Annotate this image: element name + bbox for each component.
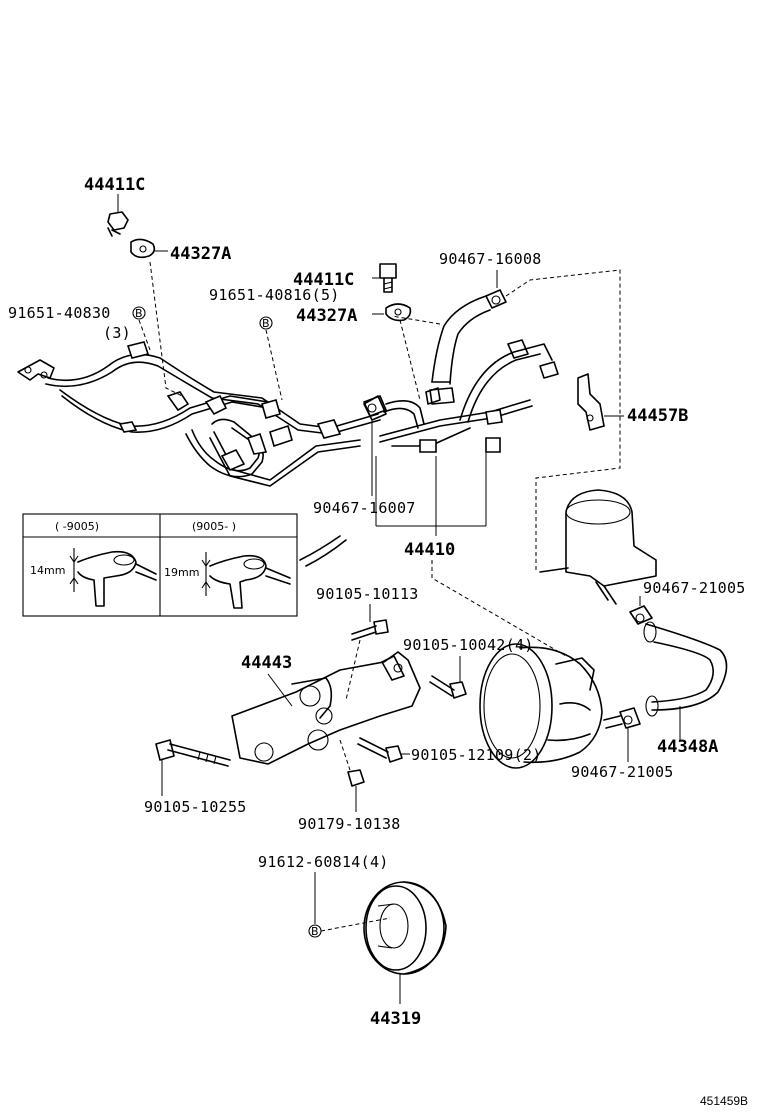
dash-leader-b2 bbox=[265, 329, 283, 401]
inset-right-header: (9005- ) bbox=[192, 520, 236, 533]
union-bolt-44411c-top bbox=[107, 194, 129, 237]
nut-90179-10138 bbox=[339, 739, 365, 812]
label-90105-12109: 90105-12109(2) bbox=[411, 746, 542, 764]
label-91651-40830: 91651-40830 bbox=[8, 304, 111, 322]
label-44348a: 44348A bbox=[657, 737, 718, 757]
marker-b-2: B bbox=[259, 316, 273, 330]
svg-text:B: B bbox=[135, 307, 143, 320]
marker-b-1: B bbox=[132, 306, 146, 320]
marker-b-3: B bbox=[308, 924, 322, 938]
inset-box: ( -9005) (9005- ) 14mm 19mm bbox=[22, 513, 347, 617]
label-90467-16008: 90467-16008 bbox=[439, 250, 542, 268]
clamp-90467-21005-top bbox=[629, 596, 653, 625]
label-44319: 44319 bbox=[370, 1009, 421, 1029]
label-44443: 44443 bbox=[241, 653, 292, 673]
label-44411c-mid: 44411C bbox=[293, 270, 354, 290]
label-90467-21005-bot: 90467-21005 bbox=[571, 763, 674, 781]
bolt-90105-12109 bbox=[357, 737, 410, 763]
label-44327a-mid: 44327A bbox=[296, 306, 357, 326]
svg-text:B: B bbox=[262, 317, 270, 330]
label-91651-40830-qty: (3) bbox=[103, 324, 131, 342]
label-90467-21005-top: 90467-21005 bbox=[643, 579, 746, 597]
label-90105-10042: 90105-10042(4) bbox=[403, 636, 534, 654]
label-90467-16007: 90467-16007 bbox=[313, 499, 416, 517]
inset-left-header: ( -9005) bbox=[55, 520, 99, 533]
dash-leader-b1 bbox=[138, 319, 151, 351]
washer-44327a-mid bbox=[372, 303, 412, 322]
inset-right-dim: 19mm bbox=[164, 566, 199, 579]
washer-44327a-top bbox=[130, 238, 168, 259]
diagram-id: 451459B bbox=[700, 1094, 748, 1108]
label-90179-10138: 90179-10138 bbox=[298, 815, 401, 833]
clamp-90467-16007 bbox=[363, 395, 387, 496]
label-90105-10113: 90105-10113 bbox=[316, 585, 419, 603]
power-steering-pump bbox=[391, 315, 603, 769]
inset-left-dim: 14mm bbox=[30, 564, 65, 577]
bolt-90105-10113 bbox=[345, 604, 389, 701]
svg-text:B: B bbox=[311, 925, 319, 938]
dash-leader-mid-washer bbox=[399, 319, 421, 401]
reservoir bbox=[505, 269, 657, 605]
hose-44348a bbox=[643, 621, 728, 740]
bolt-90105-10255 bbox=[155, 739, 231, 796]
union-bolt-44411c-mid bbox=[372, 263, 397, 293]
label-91651-40816: 91651-40816(5) bbox=[209, 286, 340, 304]
dash-leader-washer bbox=[149, 261, 183, 397]
label-44411c-top: 44411C bbox=[84, 175, 145, 195]
label-44410: 44410 bbox=[404, 540, 455, 560]
label-44457b: 44457B bbox=[627, 406, 688, 426]
clamp-90467-21005-bot bbox=[603, 707, 641, 762]
bolt-90105-10042 bbox=[429, 656, 467, 699]
tube-assembly-44410 bbox=[17, 295, 559, 487]
pulley-44319 bbox=[363, 881, 447, 1004]
bracket-44443 bbox=[231, 651, 421, 765]
label-91612-60814: 91612-60814(4) bbox=[258, 853, 389, 871]
label-44327a-top: 44327A bbox=[170, 244, 231, 264]
label-90105-10255: 90105-10255 bbox=[144, 798, 247, 816]
bracket-44457b bbox=[577, 373, 624, 431]
bolt-91612-60814 bbox=[314, 872, 391, 932]
leader-44410 bbox=[375, 452, 487, 536]
clamp-90467-16008 bbox=[485, 270, 507, 309]
